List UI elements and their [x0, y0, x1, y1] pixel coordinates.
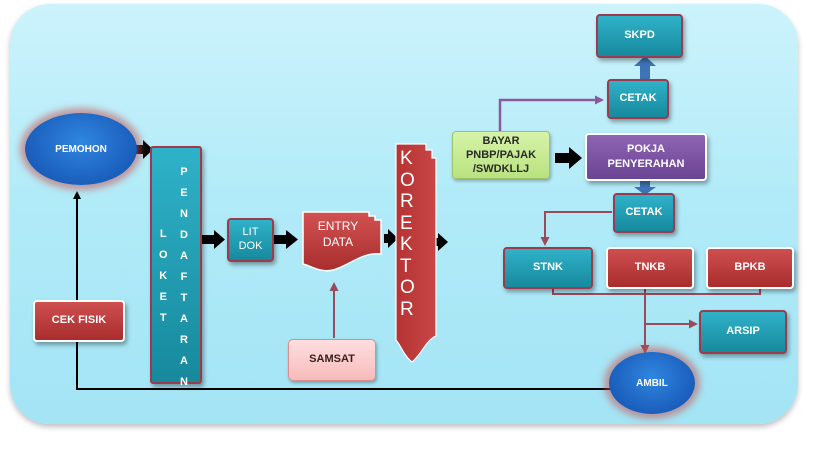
samsat-label: SAMSAT	[309, 353, 355, 366]
bayar-label-line1: BAYAR	[482, 135, 520, 147]
samsat-node[interactable]: SAMSAT	[288, 339, 376, 381]
skpd-label: SKPD	[624, 29, 655, 42]
arrow-pemohon-to-loket	[134, 140, 153, 159]
lit-dok-label-line2: DOK	[238, 240, 263, 252]
arrow-pokja-to-cetak	[634, 181, 656, 195]
arrow-entry-to-korektor	[384, 229, 398, 248]
arrow-cetak-to-skpd	[634, 56, 656, 79]
lit-dok-label-line1: LIT	[242, 226, 259, 239]
pokja-label-line1: POKJA	[627, 143, 665, 155]
lit-dok-node[interactable]: LIT DOK	[227, 218, 274, 262]
bpkb-label: BPKB	[734, 261, 766, 274]
pemohon-node[interactable]: PEMOHON	[25, 113, 137, 185]
cetak-top-node[interactable]: CETAK	[607, 79, 669, 119]
tnkb-label: TNKB	[634, 261, 666, 274]
tnkb-node[interactable]: TNKB	[606, 247, 694, 289]
arsip-node[interactable]: ARSIP	[699, 310, 787, 354]
entry-data-label-line1: ENTRY	[317, 219, 359, 233]
bayar-node[interactable]: BAYAR PNBP/PAJAK /SWDKLLJ	[452, 131, 550, 179]
arrow-cetak-to-stnk	[540, 211, 612, 246]
pokja-penyerahan-node[interactable]: POKJA PENYERAHAN	[585, 133, 707, 181]
cek-fisik-label: CEK FISIK	[51, 314, 107, 327]
ambil-label: AMBIL	[636, 377, 668, 389]
pokja-label-line2: PENYERAHAN	[607, 158, 685, 170]
entry-data-shape	[302, 211, 382, 272]
entry-data-node[interactable]: ENTRY DATA	[303, 218, 373, 250]
arrow-bayar-to-cetak	[498, 95, 604, 138]
ambil-node[interactable]: AMBIL	[609, 352, 695, 414]
korektor-shape	[395, 143, 437, 363]
bayar-label-line2: PNBP/PAJAK	[465, 149, 537, 161]
bpkb-node[interactable]: BPKB	[706, 247, 794, 289]
arrow-ambil-to-pemohon	[73, 191, 612, 390]
korektor-label: K O R E K T O R	[400, 148, 415, 320]
pemohon-label: PEMOHON	[55, 143, 107, 155]
bayar-label-line3: /SWDKLLJ	[472, 163, 530, 175]
arsip-label: ARSIP	[726, 325, 760, 338]
cek-fisik-node[interactable]: CEK FISIK	[33, 300, 125, 342]
cetak-mid-label: CETAK	[625, 206, 663, 219]
cetak-top-label: CETAK	[619, 92, 657, 105]
arrow-litdok-to-entry	[272, 230, 298, 249]
arrow-bayar-to-pokja	[555, 147, 582, 169]
entry-data-label-line2: DATA	[322, 235, 354, 249]
cetak-mid-node[interactable]: CETAK	[613, 193, 675, 233]
stnk-node[interactable]: STNK	[503, 247, 593, 289]
stnk-label: STNK	[533, 261, 563, 274]
arrow-loket-to-litdok	[202, 230, 225, 249]
skpd-node[interactable]: SKPD	[596, 14, 683, 58]
